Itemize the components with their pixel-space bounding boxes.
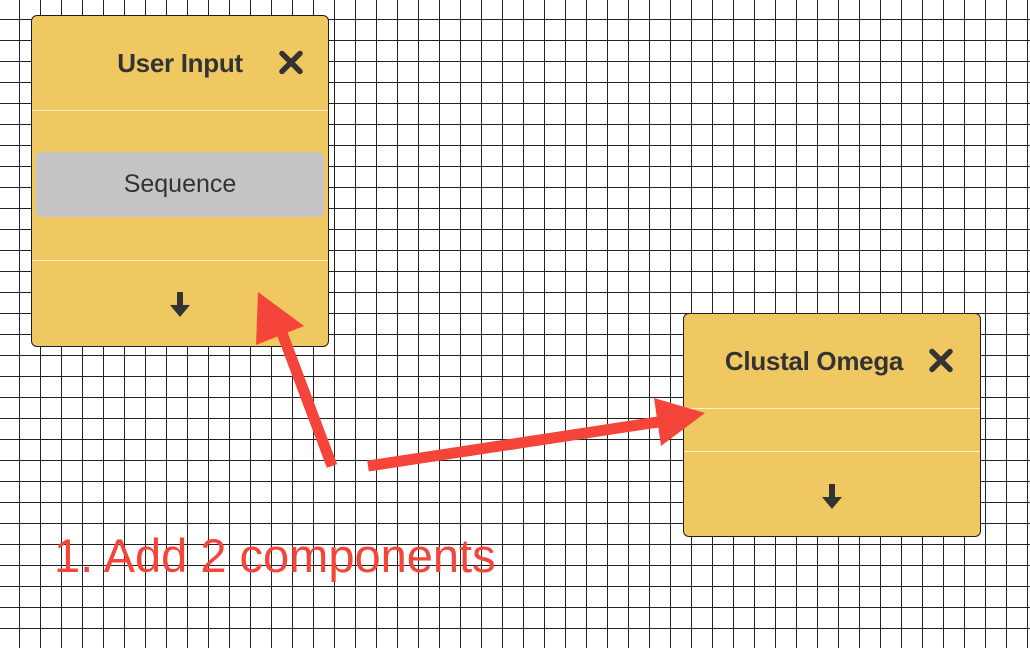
close-icon[interactable] <box>928 347 954 373</box>
close-icon[interactable] <box>278 49 304 75</box>
node-title: Clustal Omega <box>724 345 904 376</box>
node-title: User Input <box>117 47 243 78</box>
node-header[interactable]: Clustal Omega <box>684 314 980 409</box>
node-header[interactable]: User Input <box>32 16 328 111</box>
node-body: Sequence <box>32 111 328 261</box>
node-footer <box>32 261 328 343</box>
node-body <box>684 409 980 452</box>
down-arrow-icon[interactable] <box>169 291 191 319</box>
annotation-text: 1. Add 2 components <box>54 529 496 582</box>
down-arrow-icon[interactable] <box>821 483 843 511</box>
port-sequence[interactable]: Sequence <box>36 152 324 217</box>
node-user-input[interactable]: User Input Sequence <box>31 15 329 347</box>
node-clustal-omega[interactable]: Clustal Omega <box>683 313 981 537</box>
node-footer <box>684 452 980 535</box>
